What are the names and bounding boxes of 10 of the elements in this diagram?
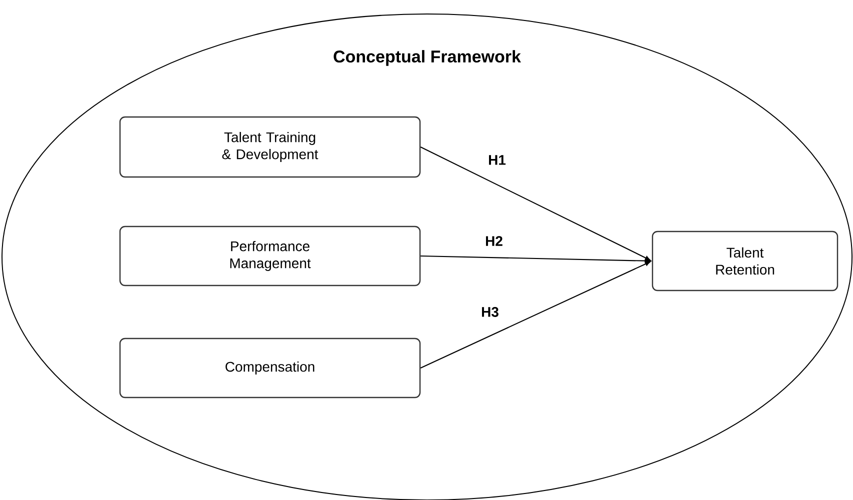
process-box: Performance Management xyxy=(119,226,421,286)
edge-label: H2 xyxy=(484,235,504,247)
arrow xyxy=(420,261,650,368)
process-box: Talent Training & Development xyxy=(119,116,421,178)
arrow xyxy=(420,146,650,261)
process-box: Talent Retention xyxy=(652,230,838,292)
edge-label: H3 xyxy=(480,306,500,318)
process-box: Compensation xyxy=(119,338,421,398)
edge-label: H1 xyxy=(487,154,507,166)
arrow xyxy=(420,255,650,264)
